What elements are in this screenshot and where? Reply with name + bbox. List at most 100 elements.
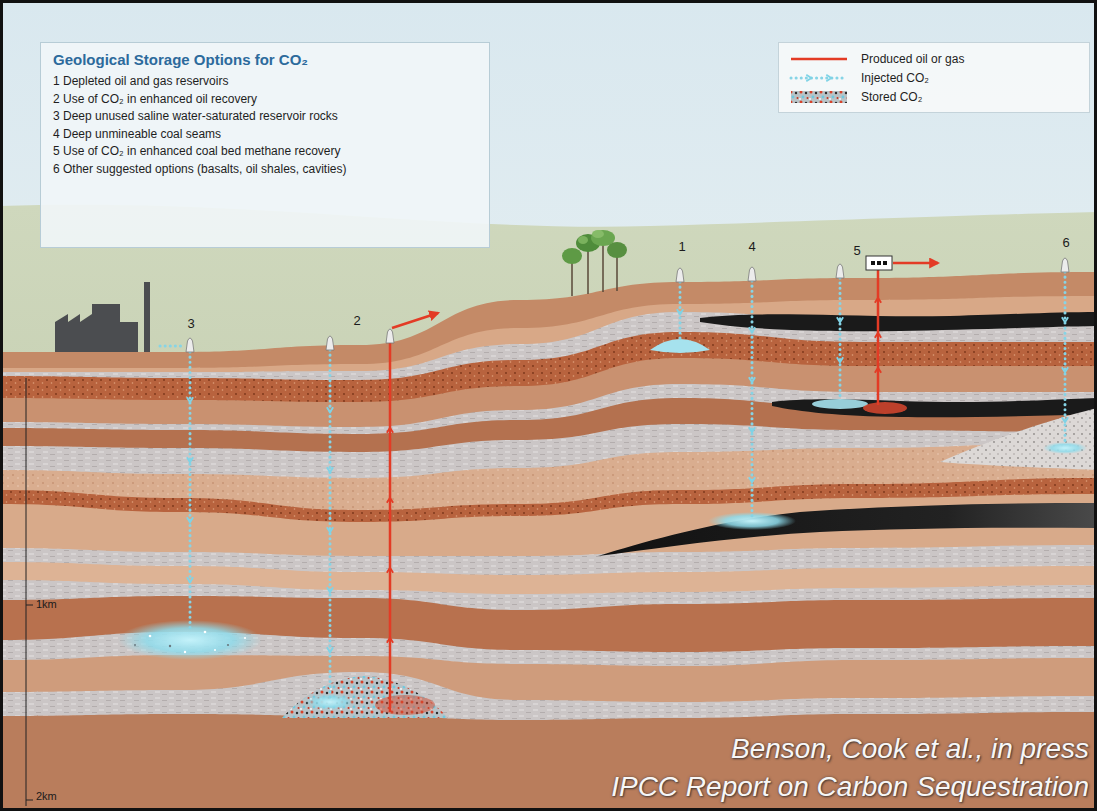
coal-seams (598, 312, 1097, 556)
coal-seams (700, 312, 1097, 331)
surface-features (55, 304, 138, 352)
callout-number: 4 (748, 240, 755, 255)
credit-text: Benson, Cook et al., in press (731, 733, 1089, 765)
legend-row: Injected CO₂ (789, 68, 1079, 87)
legend-row: Produced oil or gas (789, 49, 1079, 68)
well-heads (748, 267, 756, 281)
recovery-plant (871, 261, 875, 265)
rock-strata (0, 442, 1097, 811)
legend-box: Produced oil or gasInjected CO₂ Stored CO… (778, 42, 1090, 113)
production-wells (389, 343, 392, 712)
production-wells (893, 262, 938, 265)
surface-features (607, 242, 627, 258)
stored-co2 (184, 651, 186, 653)
rock-strata (0, 312, 1097, 811)
list-item: 6 Other suggested options (basalts, oil … (53, 161, 346, 179)
injection-wells (839, 278, 842, 400)
stored-co2 (812, 399, 868, 409)
surface-features (592, 230, 604, 238)
rock-strata (0, 672, 1097, 811)
stored-co2 (204, 631, 207, 634)
recovery-plant (866, 256, 892, 270)
rock-strata (0, 424, 1097, 811)
stored-co2 (227, 644, 229, 646)
storage-options-box: Geological Storage Options for CO₂ 1 Depl… (40, 42, 490, 248)
list-item: 4 Deep unmineable coal seams (53, 126, 221, 144)
injection-wells (160, 345, 184, 348)
produced-line-sample (791, 57, 847, 60)
injection-wells (160, 272, 1065, 700)
rock-strata (0, 562, 1097, 811)
rock-strata (0, 712, 1097, 811)
credit-text: IPCC Report on Carbon Sequestration (611, 771, 1089, 803)
rock-strata (0, 384, 1097, 811)
injection-wells (329, 350, 332, 700)
scale-label: 1km (36, 598, 57, 611)
legend-row: Stored CO₂ (789, 87, 1079, 106)
rock-strata (0, 358, 1097, 811)
production-wells (392, 313, 438, 328)
surface-features (144, 282, 150, 352)
sky-and-hills (0, 205, 1097, 811)
rock-strata (0, 478, 1097, 811)
rock-strata (0, 296, 1097, 811)
stored-co2 (863, 402, 907, 414)
recovery-plant (866, 256, 892, 270)
list-item: 2 Use of CO₂ in enhanced oil recovery (53, 91, 257, 109)
list-item: 1 Depleted oil and gas reservoirs (53, 73, 228, 91)
injection-wells (1064, 272, 1067, 445)
recovery-plant (877, 261, 881, 265)
stored-co2 (214, 649, 216, 651)
production-wells (390, 263, 938, 712)
well-heads (836, 264, 844, 278)
production-wells (877, 270, 880, 405)
legend-text: Produced oil or gas (861, 52, 964, 66)
legend-text: Stored CO₂ (861, 90, 922, 104)
rock-strata (0, 655, 1097, 811)
callout-number: 5 (853, 244, 860, 259)
list-item: 3 Deep unused saline water-saturated res… (53, 108, 338, 126)
stored-co2 (375, 695, 435, 715)
stored-co2 (134, 644, 136, 646)
scale-label: 2km (36, 790, 57, 803)
stored-co2 (1043, 442, 1087, 454)
callout-number: 1 (678, 240, 685, 255)
recovery-plant (883, 261, 887, 265)
surface-features (562, 248, 582, 264)
surface-features (55, 230, 627, 352)
stored-sample (791, 91, 847, 103)
rock-strata (0, 332, 1097, 811)
legend-text: Injected CO₂ (861, 71, 929, 85)
box-heading: Geological Storage Options for CO₂ (53, 51, 308, 68)
well-heads (676, 268, 684, 282)
injection-wells (189, 352, 192, 630)
well-heads (1061, 258, 1069, 272)
injected-line-sample (791, 76, 847, 79)
rock-strata (0, 545, 1097, 811)
rock-strata (0, 398, 1097, 811)
well-heads (386, 329, 394, 343)
stored-co2 (118, 339, 1087, 718)
legend-swatch (789, 71, 849, 85)
coal-seams (772, 398, 1097, 417)
surface-features (578, 236, 588, 244)
rock-strata (0, 632, 1097, 811)
stored-co2 (650, 339, 710, 353)
stored-co2 (169, 645, 171, 647)
rock-strata (0, 272, 1097, 811)
injection-wells (751, 281, 754, 516)
legend-swatch (789, 52, 849, 66)
coal-seams (940, 408, 1097, 470)
stored-co2 (282, 676, 448, 718)
callout-number: 2 (353, 314, 360, 329)
injection-wells (679, 282, 682, 340)
rock-strata (0, 494, 1097, 811)
stored-co2 (149, 635, 152, 638)
legend-swatch (789, 90, 849, 104)
rock-strata (0, 596, 1097, 811)
rock-strata (0, 272, 1097, 811)
